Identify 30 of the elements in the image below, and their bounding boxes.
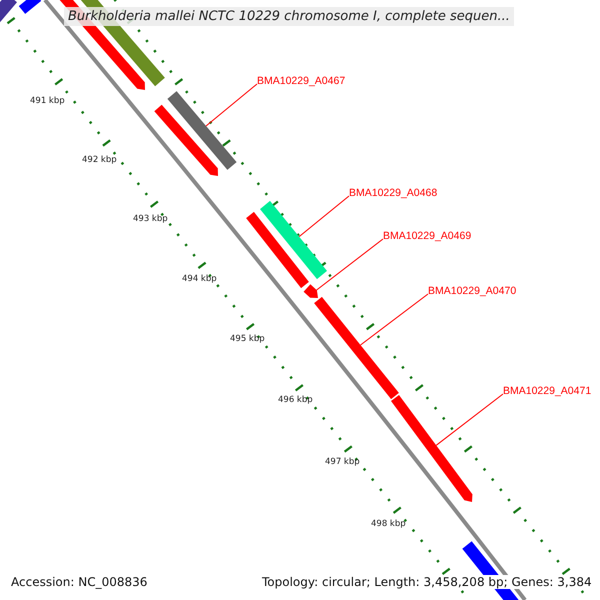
leader-line [360,294,428,346]
gene-feature-pointed [304,284,318,298]
gene-label: BMA10229_A0471 [503,385,592,397]
scale-label: 496 kbp [278,395,313,405]
gene-feature-pointed [154,104,218,176]
leader-line [298,196,350,238]
scale-label: 494 kbp [182,274,217,284]
leader-line [316,238,384,290]
scale-label: 498 kbp [371,519,406,529]
gene-feature-bar [260,200,327,280]
gene-feature-pointed [391,395,472,502]
gene-feature-bar [167,91,237,170]
scale-label: 492 kbp [82,155,117,165]
leader-line [436,394,504,446]
gene-label: BMA10229_A0469 [383,230,472,242]
gene-feature-bar [246,212,309,288]
scale-label: 493 kbp [133,214,168,224]
info-text: Topology: circular; Length: 3,458,208 bp; Genes: 3,384 [260,575,594,589]
scale-label: 491 kbp [30,96,65,106]
gene-feature-bar [18,0,42,14]
gene-label: BMA10229_A0468 [349,187,438,199]
leader-line [206,84,258,126]
gene-label: BMA10229_A0470 [428,285,516,297]
scale-label: 495 kbp [230,334,265,344]
gene-label: BMA10229_A0467 [257,75,346,87]
gene-feature-bar [314,296,399,400]
info-text: Accession: NC_008836 [9,575,150,589]
map-title: Burkholderia mallei NCTC 10229 chromosome I, complete sequen... [64,7,514,26]
gene-feature-bar [0,0,17,22]
scale-label: 497 kbp [325,457,360,467]
